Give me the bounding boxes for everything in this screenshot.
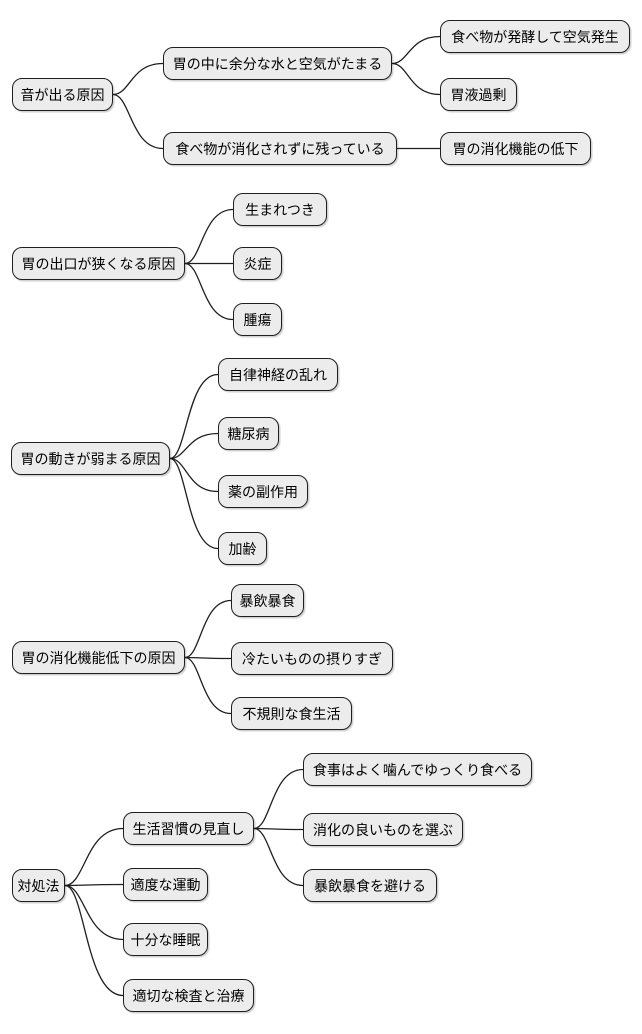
mindmap-edge [64, 884, 124, 941]
mindmap-node: 炎症 [233, 247, 282, 280]
mindmap-node: 胃の消化機能の低下 [440, 132, 591, 165]
mindmap-node: 胃の出口が狭くなる原因 [12, 247, 185, 280]
mindmap-node: 糖尿病 [218, 417, 279, 450]
mindmap-edge [112, 62, 164, 96]
mindmap-edge [184, 656, 232, 715]
mindmap-node: 食べ物が発酵して空気発生 [440, 20, 630, 53]
mindmap-node: 冷たいものの摂りすぎ [231, 642, 393, 675]
mindmap-edge [184, 656, 232, 660]
mindmap-node: 生まれつき [233, 193, 327, 226]
mindmap-node: 不規則な食生活 [231, 697, 352, 730]
mindmap-edge [169, 457, 219, 550]
mindmap-node: 適切な検査と治療 [123, 979, 254, 1012]
mindmap-node: 胃の中に余分な水と空気がたまる [163, 47, 392, 80]
mindmap-edge [169, 373, 219, 460]
mindmap-node: 対処法 [12, 869, 65, 902]
mindmap-edge [391, 62, 441, 96]
mindmap-edge [64, 883, 124, 887]
mindmap-node: 胃の動きが弱まる原因 [11, 442, 170, 475]
mindmap-edge [184, 599, 232, 659]
mindmap-node: 十分な睡眠 [123, 923, 208, 956]
mindmap-edge [253, 768, 304, 830]
mindmap-node: 暴飲暴食を避ける [303, 869, 437, 902]
mindmap-node: 薬の副作用 [218, 475, 308, 508]
mindmap-node: 生活習慣の見直し [123, 812, 254, 845]
mindmap-node: 暴飲暴食 [231, 584, 304, 617]
mindmap-node: 胃の消化機能低下の原因 [12, 641, 185, 674]
mindmap-node: 適度な運動 [123, 868, 208, 901]
mindmap-node: 音が出る原因 [12, 78, 113, 111]
mindmap-edge [64, 884, 124, 997]
mindmap-edge [64, 827, 124, 887]
mindmap-node: 加齢 [218, 532, 267, 565]
mindmap-edge [169, 457, 219, 493]
mindmap-node: 腫瘍 [233, 303, 282, 336]
mindmap-edge [253, 827, 304, 831]
mindmap-edge [391, 35, 441, 65]
mindmap-edge [253, 827, 304, 887]
mindmap-node: 消化の良いものを選ぶ [303, 813, 463, 846]
mindmap-node: 自律神経の乱れ [218, 358, 338, 391]
mindmap-edge [169, 432, 219, 460]
mindmap-node: 食べ物が消化されずに残っている [163, 132, 397, 165]
mindmap-edge [112, 93, 164, 150]
mindmap-edge [184, 262, 234, 321]
mindmap-edge [184, 208, 234, 265]
mindmap-node: 胃液過剰 [440, 78, 517, 111]
mindmap-node: 食事はよく噛んでゆっくり食べる [303, 753, 532, 786]
